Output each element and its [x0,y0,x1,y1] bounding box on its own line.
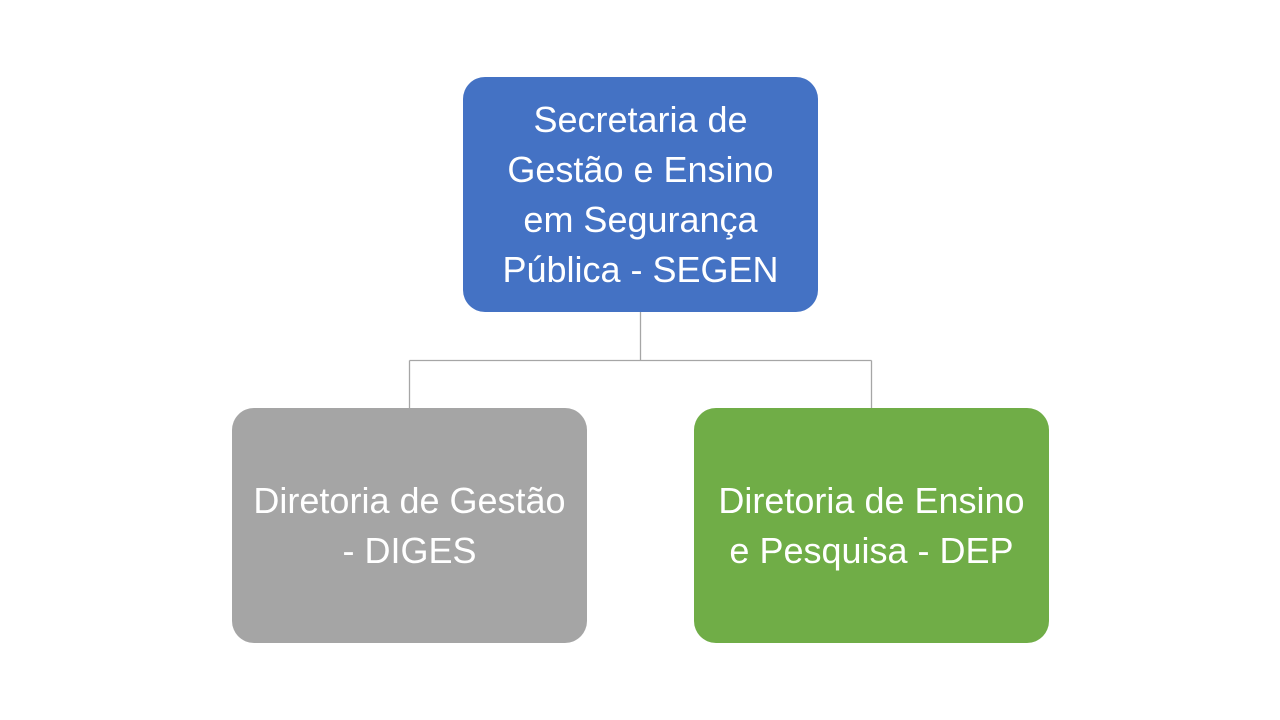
node-diges-label: Diretoria de Gestão - DIGES [253,479,566,571]
node-segen-label: Secretaria de Gestão e Ensino em Seguran… [502,98,779,290]
node-segen: Secretaria de Gestão e Ensino em Seguran… [463,77,818,312]
node-dep: Diretoria de Ensino e Pesquisa - DEP [694,408,1049,643]
node-diges: Diretoria de Gestão - DIGES [232,408,587,643]
node-dep-label: Diretoria de Ensino e Pesquisa - DEP [718,479,1025,571]
